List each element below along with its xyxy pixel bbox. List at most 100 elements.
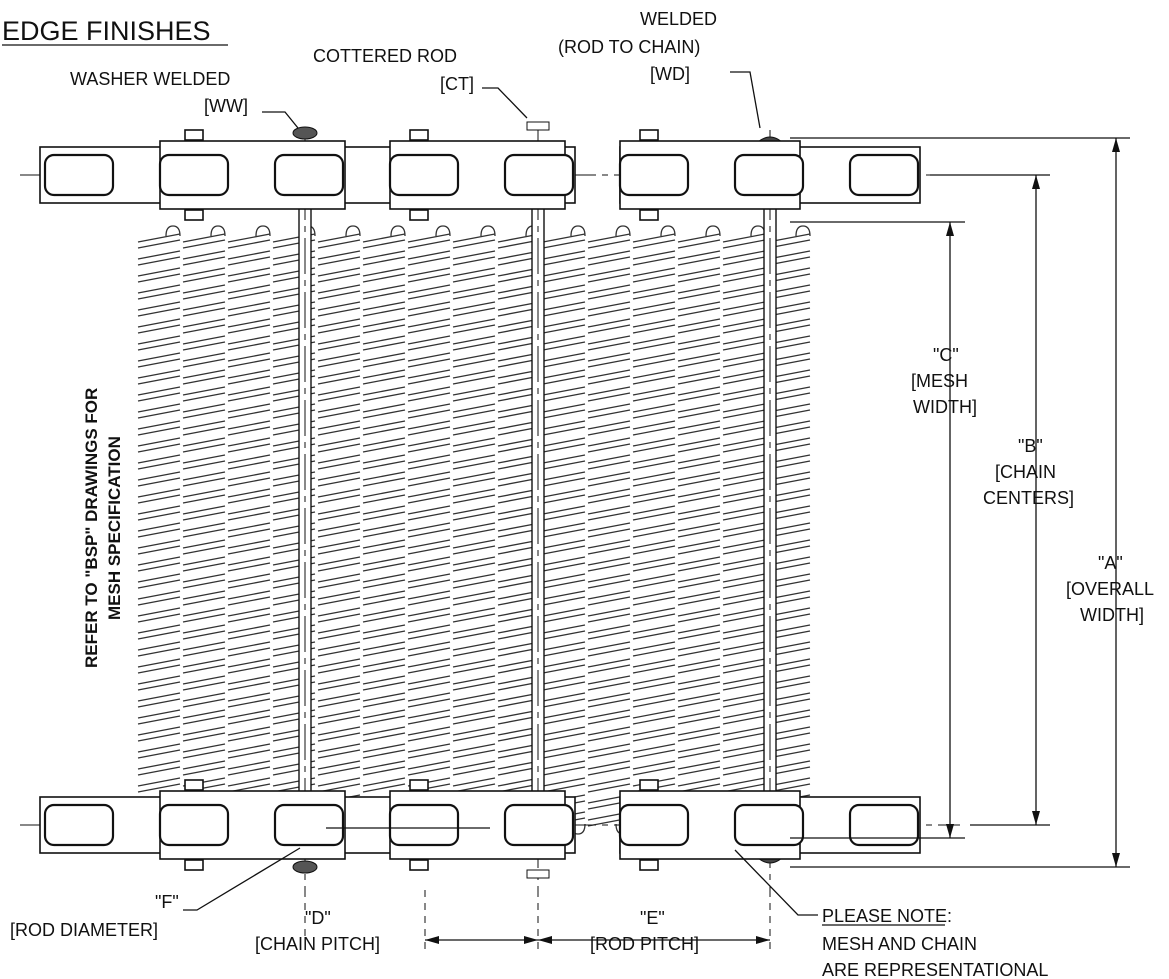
mesh-loop <box>165 225 181 237</box>
cotter-pin <box>526 121 550 131</box>
cottered-rod-label: COTTERED ROD <box>313 46 457 66</box>
chain-roller <box>388 153 460 197</box>
chain-roller <box>273 153 345 197</box>
chain-tab <box>184 779 204 791</box>
note-leader <box>734 849 818 916</box>
chain-tab <box>639 209 659 221</box>
chain-roller <box>273 803 345 847</box>
ct-code: [CT] <box>440 74 474 94</box>
mesh-wire-column <box>452 233 496 827</box>
mesh-loop <box>390 225 406 237</box>
chain-tab <box>639 129 659 141</box>
top-chain <box>20 129 960 221</box>
chain-tab <box>409 859 429 871</box>
chain-roller <box>848 153 920 197</box>
chain-tab <box>184 859 204 871</box>
mesh-loop <box>795 225 811 237</box>
chain-tab <box>639 779 659 791</box>
cross-rods <box>292 121 787 890</box>
chain-roller <box>503 153 575 197</box>
b-centers-label: CENTERS] <box>983 488 1074 508</box>
mesh-wire-column <box>542 233 586 827</box>
chain-roller <box>158 803 230 847</box>
dim-arrow <box>946 222 954 236</box>
mesh-loop <box>570 225 586 237</box>
c-mesh-label: [MESH <box>911 371 968 391</box>
wd-code: [WD] <box>650 64 690 84</box>
f-leader <box>183 847 301 911</box>
e-dimension-label: "E" <box>640 908 665 928</box>
bottom-chain <box>20 779 960 871</box>
rod-to-chain-label: (ROD TO CHAIN) <box>558 37 700 57</box>
a-overall-label: [OVERALL <box>1066 579 1154 599</box>
b-chain-label: [CHAIN <box>995 462 1056 482</box>
a-width-label: WIDTH] <box>1080 605 1144 625</box>
dim-arrow <box>1112 138 1120 152</box>
ww-code: [WW] <box>204 96 248 116</box>
chain-roller <box>848 803 920 847</box>
chain-roller <box>43 803 115 847</box>
mesh-wire-column <box>317 233 361 827</box>
ww-leader <box>262 111 299 129</box>
mesh-pattern <box>137 225 811 835</box>
c-width-label: WIDTH] <box>913 397 977 417</box>
welded-label: WELDED <box>640 9 717 29</box>
side-note-line-2: MESH SPECIFICATION <box>105 436 124 620</box>
dim-arrow <box>425 936 439 944</box>
chain-roller <box>733 803 805 847</box>
dim-arrow <box>1112 853 1120 867</box>
dim-arrow <box>524 936 538 944</box>
dimension-lines <box>183 71 1130 950</box>
d-dimension-label: "D" <box>305 908 331 928</box>
mesh-wire-column <box>362 233 406 827</box>
cotter-pin <box>526 869 550 879</box>
f-dimension-label: "F" <box>155 892 179 912</box>
chain-tab <box>184 209 204 221</box>
chain-tab <box>409 209 429 221</box>
chain-tab <box>639 859 659 871</box>
note-title: PLEASE NOTE: <box>822 906 952 926</box>
chain-roller <box>43 153 115 197</box>
weld-washer <box>292 126 318 140</box>
mesh-wire-column <box>497 233 541 827</box>
chain-roller <box>733 153 805 197</box>
page-title: EDGE FINISHES <box>2 16 211 46</box>
mesh-loop <box>210 225 226 237</box>
mesh-loop <box>615 225 631 237</box>
mesh-wire-column <box>182 233 226 827</box>
side-note-line-1: REFER TO "BSP" DRAWINGS FOR <box>82 388 101 668</box>
weld-washer <box>292 860 318 874</box>
mesh-wire-column <box>632 233 676 827</box>
chain-roller <box>388 803 460 847</box>
ct-leader <box>482 87 528 119</box>
dim-arrow <box>1032 175 1040 189</box>
mesh-loop <box>345 225 361 237</box>
chain-tab <box>409 129 429 141</box>
b-dimension-label: "B" <box>1018 436 1043 456</box>
wd-leader <box>730 71 761 129</box>
d-desc-label: [CHAIN PITCH] <box>255 934 380 954</box>
mesh-wire-column <box>722 233 766 827</box>
mesh-wire-column <box>272 233 316 827</box>
mesh-loop <box>660 225 676 237</box>
mesh-wire-column <box>767 233 811 827</box>
f-desc-label: [ROD DIAMETER] <box>10 920 158 940</box>
note-line-1: MESH AND CHAIN <box>822 934 977 954</box>
a-dimension-label: "A" <box>1098 553 1123 573</box>
c-dimension-label: "C" <box>933 345 959 365</box>
e-desc-label: [ROD PITCH] <box>590 934 699 954</box>
mesh-wire-column <box>227 233 271 827</box>
mesh-wire-column <box>677 233 721 827</box>
mesh-wire-column <box>587 233 631 827</box>
dim-arrow <box>756 936 770 944</box>
chain-tab <box>184 129 204 141</box>
mesh-loop <box>435 225 451 237</box>
washer-welded-label: WASHER WELDED <box>70 69 230 89</box>
chain-roller <box>158 153 230 197</box>
chain-tab <box>409 779 429 791</box>
dim-arrow <box>1032 811 1040 825</box>
mesh-wire-column <box>137 233 181 827</box>
chain-roller <box>618 803 690 847</box>
